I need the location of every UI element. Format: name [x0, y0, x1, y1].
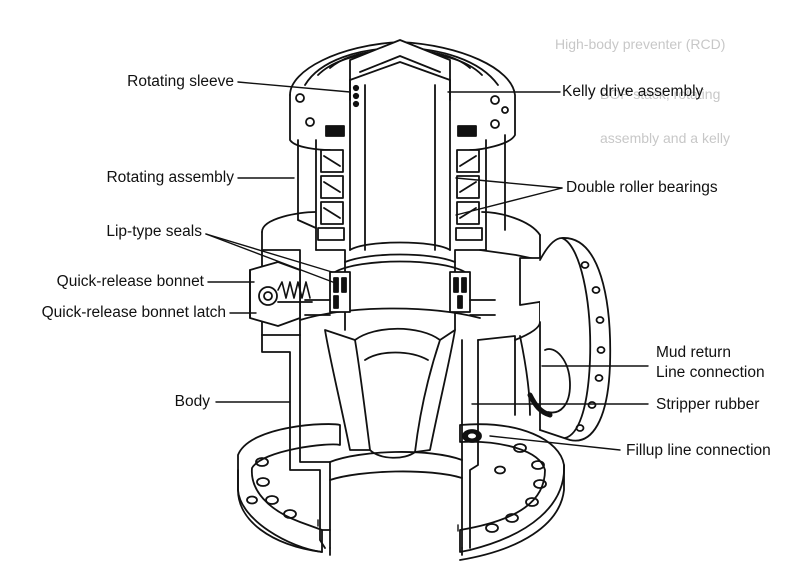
fillup-port — [462, 429, 482, 443]
label-stripper-rubber: Stripper rubber — [656, 396, 760, 413]
stripper-rubber — [324, 327, 456, 459]
rotating-sleeve — [334, 79, 466, 273]
bleed-text-1: High-body preventer (RCD) — [555, 36, 726, 52]
label-line-connection: Line connection — [656, 364, 765, 381]
label-quick-release-bonnet-latch: Quick-release bonnet latch — [41, 304, 226, 321]
label-kelly-drive-assembly: Kelly drive assembly — [562, 83, 704, 100]
label-double-roller-bearings: Double roller bearings — [566, 179, 718, 196]
lip-seals — [304, 271, 496, 316]
label-rotating-sleeve: Rotating sleeve — [127, 73, 234, 90]
leader-lines — [205, 81, 649, 451]
bottom-flange — [237, 423, 565, 561]
label-mud-return: Mud return — [656, 344, 731, 361]
body-shell — [261, 211, 553, 341]
side-outlet-flange — [519, 237, 612, 442]
bearings-left — [317, 125, 345, 241]
label-fillup-line-connection: Fillup line connection — [626, 442, 771, 459]
bearings-right — [455, 125, 483, 241]
bonnet-latch — [249, 261, 313, 327]
label-rotating-assembly: Rotating assembly — [106, 169, 234, 186]
lower-body — [261, 334, 516, 556]
label-quick-release-bonnet: Quick-release bonnet — [56, 273, 204, 290]
bleed-text-3: assembly and a kelly — [600, 130, 730, 146]
label-lip-type-seals: Lip-type seals — [106, 223, 202, 240]
label-body: Body — [174, 393, 210, 410]
bleed-text-2: BOP stack, rotating — [600, 86, 721, 102]
